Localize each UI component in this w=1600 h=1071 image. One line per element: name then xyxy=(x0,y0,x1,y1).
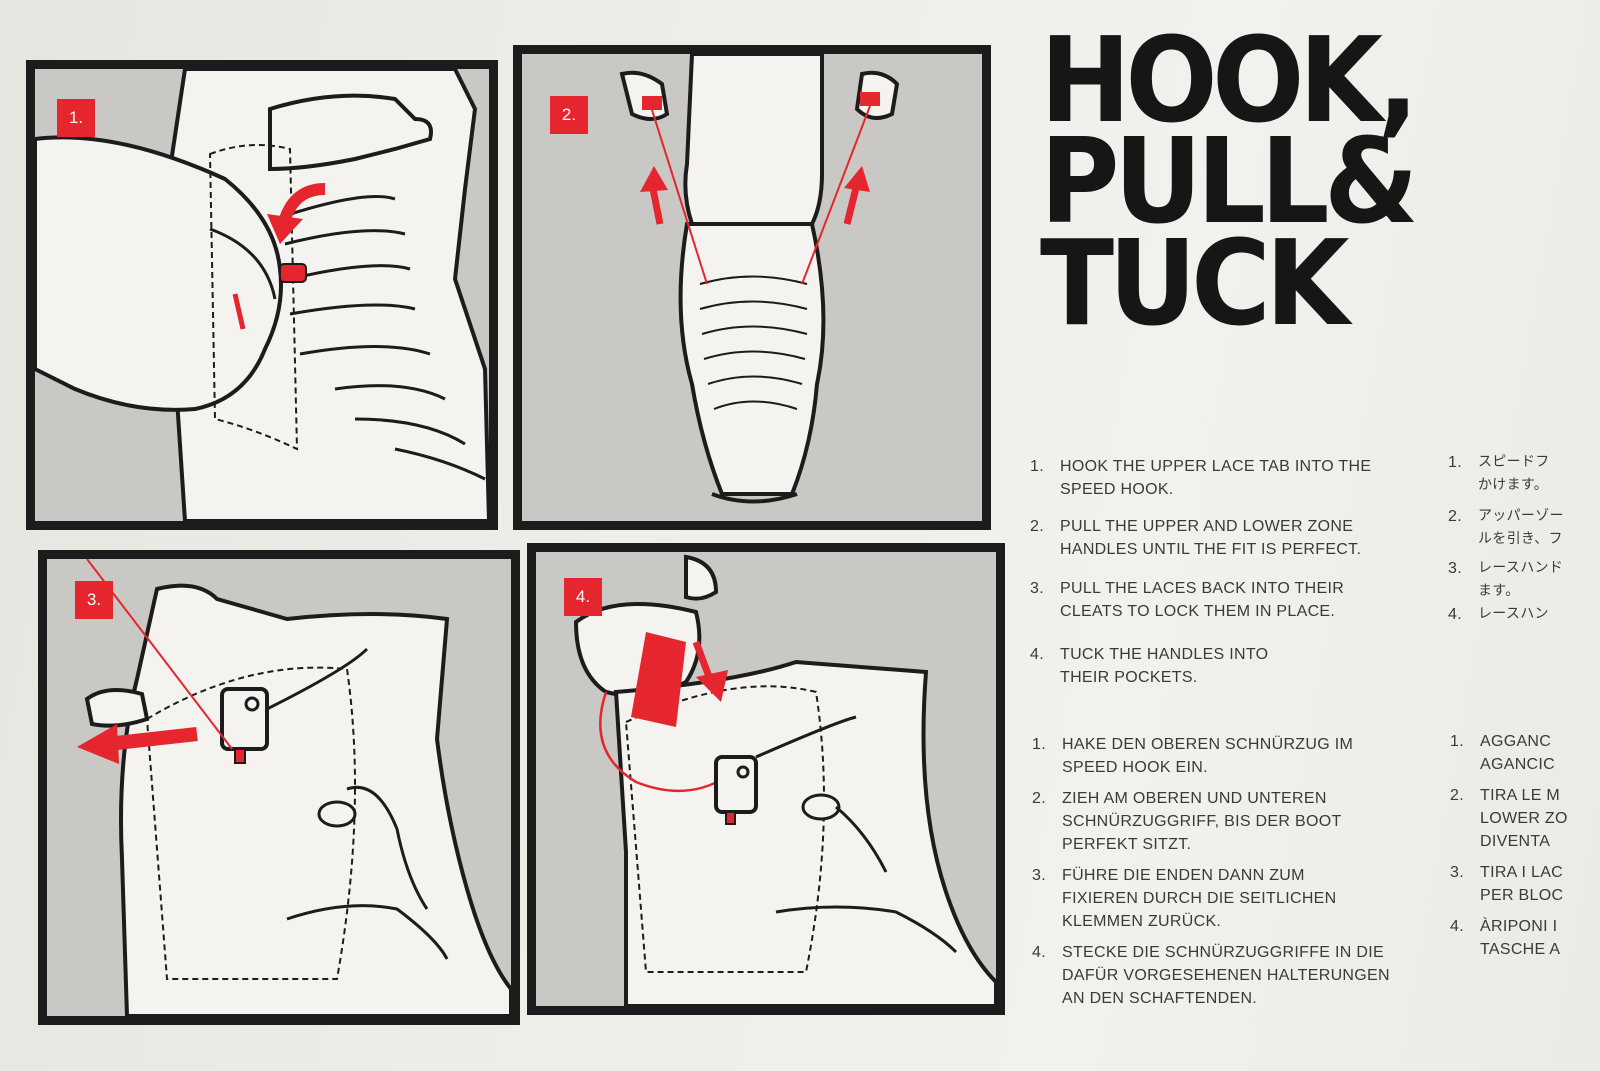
instruction-text: PULL THE LACES BACK INTO THEIR CLEATS TO… xyxy=(1060,580,1345,620)
instruction-number: 2. xyxy=(1030,518,1044,535)
instruction-number: 3. xyxy=(1448,560,1462,577)
boot-tuck-illustration xyxy=(536,552,996,1006)
instruction-text: AGGANC AGANCIC xyxy=(1480,733,1555,773)
instruction-number: 2. xyxy=(1032,790,1046,807)
instruction-text: PULL THE UPPER AND LOWER ZONE HANDLES UN… xyxy=(1060,518,1362,558)
instruction-number: 3. xyxy=(1030,580,1044,597)
instruction-item: 2. PULL THE UPPER AND LOWER ZONE HANDLES… xyxy=(1030,515,1410,561)
instruction-text: ÀRIPONI I TASCHE A xyxy=(1480,918,1561,958)
instruction-number: 4. xyxy=(1450,918,1464,935)
instruction-item: 1. HAKE DEN OBEREN SCHNÜRZUG IM SPEED HO… xyxy=(1032,733,1427,779)
instruction-text: スピードフ かけます。 xyxy=(1478,454,1550,493)
instruction-text: TUCK THE HANDLES INTO THEIR POCKETS. xyxy=(1060,646,1269,686)
instructions-german: 1. HAKE DEN OBEREN SCHNÜRZUG IM SPEED HO… xyxy=(1032,733,1427,1010)
instruction-text: TIRA I LAC PER BLOC xyxy=(1480,864,1564,904)
instruction-text: FÜHRE DIE ENDEN DANN ZUM FIXIEREN DURCH … xyxy=(1062,867,1337,930)
instruction-number: 1. xyxy=(1032,736,1046,753)
illustration-panel-1: 1. xyxy=(26,60,498,530)
instruction-number: 2. xyxy=(1448,508,1462,525)
step-badge-2: 2. xyxy=(550,96,588,134)
boot-pull-illustration xyxy=(522,54,982,521)
boot-hook-illustration xyxy=(35,69,489,521)
instruction-number: 4. xyxy=(1030,646,1044,663)
instruction-number: 2. xyxy=(1450,787,1464,804)
instructions-italian: 1. AGGANC AGANCIC 2. TIRA LE M LOWER ZO … xyxy=(1450,730,1600,961)
headline-title: HOOK, PULL& TUCK xyxy=(1040,11,1419,352)
instruction-item: 2. アッパーゾー ルを引き、フ xyxy=(1448,505,1600,551)
instruction-item: 3. FÜHRE DIE ENDEN DANN ZUM FIXIEREN DUR… xyxy=(1032,864,1427,933)
title-line-2: PULL& xyxy=(1040,112,1419,251)
instruction-text: HOOK THE UPPER LACE TAB INTO THE SPEED H… xyxy=(1060,458,1372,498)
instruction-item: 1. スピードフ かけます。 xyxy=(1448,451,1600,497)
boot-lock-illustration xyxy=(47,559,511,1016)
instruction-text: レースハン xyxy=(1478,606,1549,622)
instruction-text: レースハンド ます。 xyxy=(1478,560,1564,599)
title-line-1: HOOK, xyxy=(1040,11,1419,149)
instruction-item: 4. ÀRIPONI I TASCHE A xyxy=(1450,915,1600,961)
instructions-english: 1. HOOK THE UPPER LACE TAB INTO THE SPEE… xyxy=(1030,455,1410,689)
instruction-item: 3. PULL THE LACES BACK INTO THEIR CLEATS… xyxy=(1030,577,1410,623)
instruction-text: アッパーゾー ルを引き、フ xyxy=(1478,508,1564,547)
step-badge-4: 4. xyxy=(564,578,602,616)
instruction-number: 1. xyxy=(1450,733,1464,750)
instruction-item: 1. AGGANC AGANCIC xyxy=(1450,730,1600,776)
step-badge-3: 3. xyxy=(75,581,113,619)
instruction-item: 2. ZIEH AM OBEREN UND UNTEREN SCHNÜRZUGG… xyxy=(1032,787,1427,856)
illustration-panel-4: 4. xyxy=(527,543,1005,1015)
instruction-text: STECKE DIE SCHNÜRZUGGRIFFE IN DIE DAFÜR … xyxy=(1062,944,1390,1007)
instruction-item: 1. HOOK THE UPPER LACE TAB INTO THE SPEE… xyxy=(1030,455,1410,501)
instruction-number: 4. xyxy=(1032,944,1046,961)
title-line-3: TUCK xyxy=(1040,213,1349,352)
instructions-japanese: 1. スピードフ かけます。 2. アッパーゾー ルを引き、フ 3. レースハン… xyxy=(1448,451,1600,626)
instruction-item: 2. TIRA LE M LOWER ZO DIVENTA xyxy=(1450,784,1600,853)
step-badge-1: 1. xyxy=(57,99,95,137)
illustration-panel-2: 2. xyxy=(513,45,991,530)
instruction-text: ZIEH AM OBEREN UND UNTEREN SCHNÜRZUGGRIF… xyxy=(1062,790,1342,853)
instruction-number: 4. xyxy=(1448,606,1462,623)
instruction-item: 4. レースハン xyxy=(1448,603,1600,626)
instruction-number: 3. xyxy=(1032,867,1046,884)
instruction-number: 1. xyxy=(1448,454,1462,471)
instruction-item: 3. TIRA I LAC PER BLOC xyxy=(1450,861,1600,907)
instruction-item: 4. STECKE DIE SCHNÜRZUGGRIFFE IN DIE DAF… xyxy=(1032,941,1427,1010)
instruction-item: 4. TUCK THE HANDLES INTO THEIR POCKETS. xyxy=(1030,643,1410,689)
instruction-number: 1. xyxy=(1030,458,1044,475)
illustration-panel-3: 3. xyxy=(38,550,520,1025)
instruction-item: 3. レースハンド ます。 xyxy=(1448,557,1600,603)
instruction-text: TIRA LE M LOWER ZO DIVENTA xyxy=(1480,787,1568,850)
instruction-number: 3. xyxy=(1450,864,1464,881)
instruction-text: HAKE DEN OBEREN SCHNÜRZUG IM SPEED HOOK … xyxy=(1062,736,1354,776)
